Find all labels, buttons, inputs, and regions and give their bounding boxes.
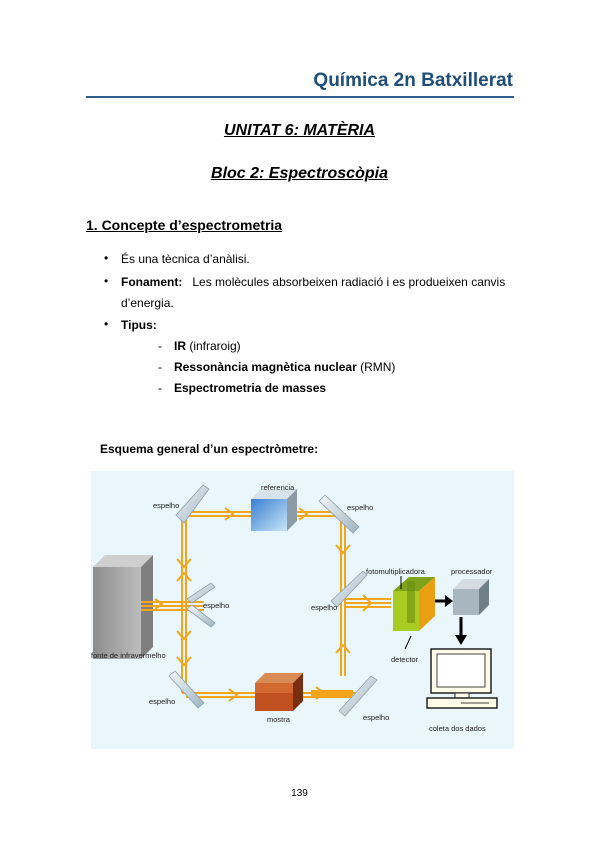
section-heading: 1. Concepte d’espectrometria xyxy=(86,217,283,233)
subitem: Ressonància magnètica nuclear (RMN) xyxy=(174,360,395,374)
bullet-marker: • xyxy=(104,274,109,288)
processor-unit xyxy=(453,579,489,615)
unit-title: UNITAT 6: MATÈRIA xyxy=(223,122,376,139)
bullet-fonament: Fonament: Les molècules absorbeixen radi… xyxy=(121,275,505,289)
output-arrow xyxy=(455,617,467,645)
detector-unit xyxy=(393,577,435,631)
bullet-label: Fonament: xyxy=(121,275,183,289)
bullet-label: Tipus: xyxy=(121,318,157,332)
bullet-text: Les molècules absorbeixen radiació i es … xyxy=(192,275,506,289)
spectrometer-svg xyxy=(93,484,498,717)
ir-source xyxy=(93,555,153,659)
dash-marker: - xyxy=(158,381,162,395)
pointer-line xyxy=(404,635,412,650)
label-processor: processador xyxy=(451,567,493,576)
label-source: fonte de infravermelho xyxy=(91,651,166,660)
subitem-bold: Ressonància magnètica nuclear xyxy=(174,360,357,374)
spectrometer-diagram: espelho referencia espelho fotomultiplic… xyxy=(91,471,514,749)
bullet-continuation: d’energia. xyxy=(121,296,174,310)
bloc-title: Bloc 2: Espectroscòpia xyxy=(211,165,388,182)
label-sample: mostra xyxy=(267,715,290,724)
label-mirror: espelho xyxy=(347,503,374,512)
label-mirror: espelho xyxy=(149,697,176,706)
beam-lines xyxy=(141,511,391,698)
subitem-bold: Espectrometria de masses xyxy=(174,381,327,395)
header-title: Química 2n Batxillerat xyxy=(313,70,513,91)
dash-marker: - xyxy=(158,360,162,374)
diagram-caption: Esquema general d’un espectròmetre: xyxy=(100,442,319,456)
bullet-tipus: Tipus: xyxy=(121,318,157,332)
page-number: 139 xyxy=(291,788,308,799)
bullet-marker: • xyxy=(104,317,109,331)
label-mirror: espelho xyxy=(363,713,390,722)
sample-cell xyxy=(255,673,303,711)
dash-marker: - xyxy=(158,339,162,353)
header-rule xyxy=(86,96,514,98)
mirrors xyxy=(168,484,378,717)
subitem: Espectrometria de masses xyxy=(174,381,326,395)
label-mirror: espelho xyxy=(153,501,180,510)
bullet-text: És una tècnica d’anàlisi. xyxy=(121,252,250,266)
computer-icon xyxy=(426,648,498,709)
label-mirror: espelho xyxy=(311,603,338,612)
reference-cell xyxy=(251,489,297,531)
subitem-bold: IR xyxy=(174,339,186,353)
label-reference: referencia xyxy=(261,483,295,492)
signal-arrow xyxy=(435,595,453,607)
label-mirror: espelho xyxy=(203,601,230,610)
subitem: IR (infraroig) xyxy=(174,339,241,353)
bullet-marker: • xyxy=(104,251,109,265)
subitem-rest: (RMN) xyxy=(356,360,396,374)
subitem-rest: (infraroig) xyxy=(186,339,241,353)
label-photomultiplier: fotomultiplicadora xyxy=(366,567,425,576)
label-data-collection: coleta dos dados xyxy=(429,724,486,733)
beam-arrows xyxy=(154,507,373,702)
label-detector: detector xyxy=(391,655,419,664)
